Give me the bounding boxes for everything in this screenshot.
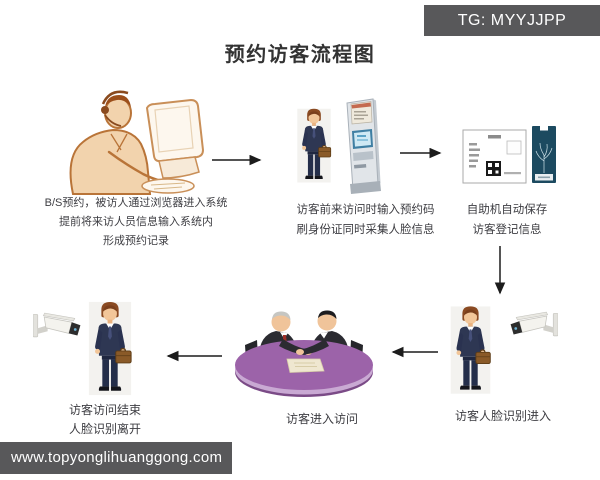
caption-line: 人脸识别离开 (68, 422, 141, 436)
page-title: 预约访客流程图 (224, 44, 376, 66)
visitor-pass (532, 126, 556, 183)
visitor-businessman-icon (296, 108, 332, 184)
caption-line: 访客进入访问 (285, 412, 358, 426)
visitor-businessman-icon (88, 301, 132, 396)
cctv-camera-icon (33, 312, 81, 338)
caption-face-entry: 访客人脸识别进入 (438, 407, 568, 426)
meeting-round-table-icon (235, 310, 373, 397)
person-at-computer-sketch-icon (69, 90, 205, 195)
caption-line: 访客前来访问时输入预约码 (296, 204, 435, 216)
caption-line: 形成预约记录 (103, 235, 169, 247)
caption-line: 自助机自动保存 (466, 204, 548, 216)
caption-line: 提前将来访人员信息输入系统内 (59, 216, 213, 228)
caption-auto-save: 自助机自动保存 访客登记信息 (453, 200, 561, 240)
caption-kiosk-checkin: 访客前来访问时输入预约码 刷身份证同时采集人脸信息 (268, 200, 463, 240)
self-service-kiosk-icon (346, 98, 381, 194)
telegram-badge: TG: MYYJJPP (424, 5, 600, 36)
qr-code-icon (486, 161, 501, 176)
caption-line: B/S预约，被访人通过浏览器进入系统 (44, 197, 228, 209)
caption-line: 访客登记信息 (472, 224, 542, 236)
caption-line: 刷身份证同时采集人脸信息 (296, 224, 435, 236)
visitor-businessman-icon (450, 305, 491, 395)
caption-line: 访客访问结束 (68, 403, 141, 417)
registration-slip-and-pass-icon (462, 126, 556, 184)
tree-art (535, 142, 553, 173)
caption-line: 访客人脸识别进入 (454, 409, 551, 423)
registration-slip (462, 129, 527, 184)
caption-web-booking: B/S预约，被访人通过浏览器进入系统 提前将来访人员信息输入系统内 形成预约记录 (28, 194, 244, 251)
website-footer: www.topyonglihuanggong.com (0, 442, 232, 474)
cctv-camera-icon (510, 311, 558, 337)
caption-visit-end: 访客访问结束 人脸识别离开 (43, 401, 167, 439)
caption-visit: 访客进入访问 (262, 410, 382, 429)
